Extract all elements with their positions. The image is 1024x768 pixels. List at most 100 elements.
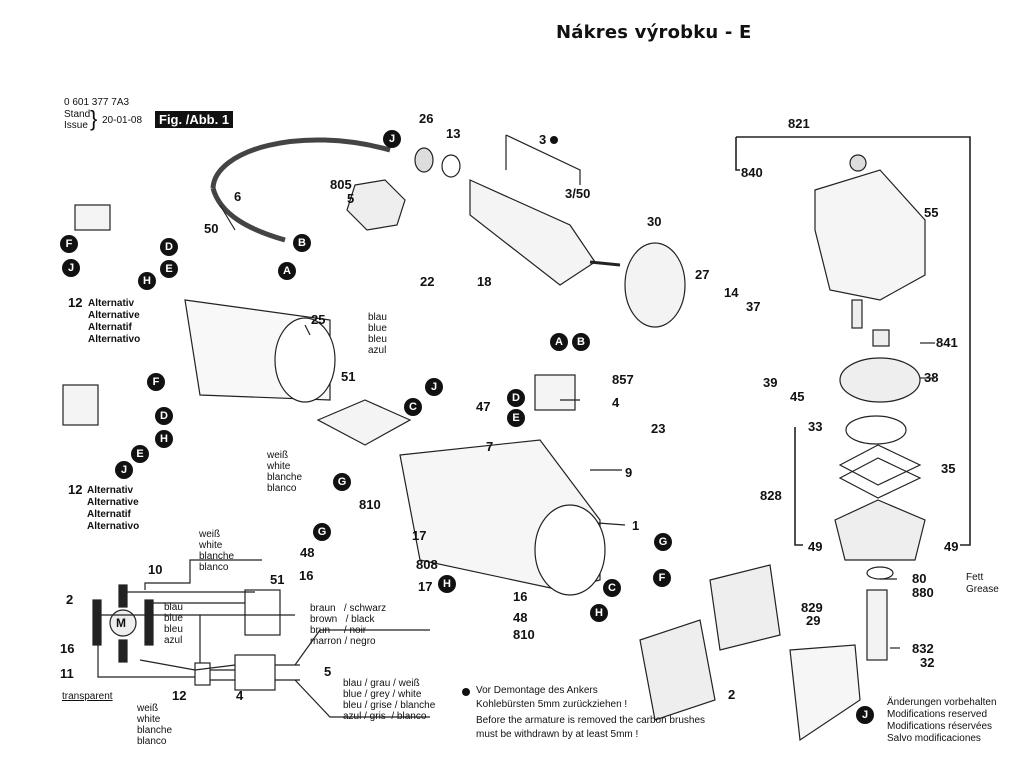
connector-G-brush: G [313, 523, 331, 541]
connector-F-field: F [653, 569, 671, 587]
color-label: azul [368, 345, 387, 356]
color-label: blau / grau / weiß [343, 678, 420, 689]
part-label-35: 35 [941, 461, 956, 476]
part-label-27: 27 [695, 267, 710, 282]
connector-H-field: H [590, 604, 608, 622]
switch-shape [534, 374, 576, 411]
connector-G-suppressor: G [333, 473, 351, 491]
part-label-6: 6 [234, 189, 242, 204]
part-label-2: 2 [728, 687, 736, 702]
color-label: bleu / grise / blanche [343, 700, 436, 711]
color-label: azul [164, 635, 183, 646]
part-label-18: 18 [477, 274, 492, 289]
part-label-48-left: 48 [300, 545, 315, 560]
part-label-38: 38 [924, 370, 939, 385]
modification-line: Modifications reserved [887, 709, 988, 720]
brace-symbol: } [90, 106, 98, 131]
wiring-label-2: 2 [66, 592, 74, 607]
grease-label-de: Fett [966, 572, 984, 583]
wiring-color-brown-black: braun / schwarz brown / black brun / noi… [310, 603, 386, 647]
connector-J-bottom: J [115, 461, 133, 479]
alt-label: Alternative [87, 497, 139, 508]
connector-C-suppressor: C [404, 398, 422, 416]
color-label: weiß [137, 703, 159, 714]
part-label-3: 3 [539, 132, 547, 147]
connector-J-plug: J [383, 130, 401, 148]
color-label: blanco [199, 562, 229, 573]
part-label-5: 5 [347, 191, 355, 206]
part-label-22: 22 [420, 274, 435, 289]
motor-symbol [109, 609, 137, 637]
connector-B-cable: B [293, 234, 311, 252]
color-label: blue / grey / white [343, 689, 422, 700]
wiring-transparent-label: transparent [62, 691, 113, 702]
color-label: blanche [137, 725, 173, 736]
wiring-color-blue-grey-white: blau / grau / weiß blue / grey / white b… [343, 678, 435, 722]
part-label-841: 841 [936, 335, 958, 350]
part-label-16-right: 16 [513, 589, 528, 604]
guard-shape [789, 644, 861, 742]
part-label-1: 1 [632, 518, 640, 533]
wiring-color-white-bottom: weiß white blanche blanco [137, 703, 172, 747]
part-label-12-top: 12 [68, 295, 83, 310]
stand-label: Stand [64, 109, 91, 120]
wire-color-white-suppressor: weiß white blanche blanco [267, 450, 302, 494]
part-label-50: 50 [204, 221, 219, 236]
part-label-3-50: 3/50 [565, 186, 591, 201]
spindle-shape [866, 589, 888, 661]
color-label: marron / negro [310, 636, 376, 647]
part-label-12-bottom: 12 [68, 482, 83, 497]
note-line: Kohlebürsten 5mm zurückziehen ! [476, 699, 628, 710]
part-label-47: 47 [476, 399, 491, 414]
part-label-808: 808 [416, 557, 438, 572]
part-label-23: 23 [651, 421, 666, 436]
wiring-label-4: 4 [236, 688, 244, 703]
connector-J-top: J [62, 259, 80, 277]
connector-A-cable: A [278, 262, 296, 280]
wiring-label-5: 5 [324, 664, 332, 679]
part-label-17-top: 17 [412, 528, 427, 543]
wire-color-blue-suppressor: blau blue bleu azul [368, 312, 387, 356]
part-label-810-top: 810 [359, 497, 381, 512]
color-label: weiß [199, 529, 221, 540]
part-label-32: 32 [920, 655, 935, 670]
part-number: 0 601 377 7A3 [64, 97, 130, 108]
connector-D-bottom: D [155, 407, 173, 425]
connector-E-top: E [160, 260, 178, 278]
connector-E-switch: E [507, 409, 525, 427]
note-bullet-icon [462, 688, 470, 696]
part-label-9: 9 [625, 465, 633, 480]
color-label: blanche [199, 551, 235, 562]
armature-shape [469, 179, 596, 286]
connector-J-guard: J [856, 706, 874, 724]
part-label-37: 37 [746, 299, 761, 314]
alt-label: Alternatif [87, 509, 131, 520]
part-label-48-right: 48 [513, 610, 528, 625]
modification-line: Änderungen vorbehalten [887, 697, 997, 708]
part-label-821: 821 [788, 116, 810, 131]
connector-F-bottom: F [147, 373, 165, 391]
alt-label: Alternativo [88, 334, 141, 345]
page-title: Nákres výrobku - E [556, 22, 752, 43]
part-label-880: 880 [912, 585, 934, 600]
suppressor-shape [316, 399, 412, 446]
part-label-4: 4 [612, 395, 620, 410]
color-label: bleu [164, 624, 183, 635]
color-label: blau [164, 602, 183, 613]
grease-label-en: Grease [966, 584, 999, 595]
connector-G-field: G [654, 533, 672, 551]
alt-label: Alternatif [88, 322, 132, 333]
color-label: white [137, 714, 161, 725]
part-label-805: 805 [330, 177, 352, 192]
note-line: Vor Demontage des Ankers [476, 685, 598, 696]
part-label-7: 7 [486, 439, 494, 454]
motor-label: M [116, 616, 126, 630]
color-label: braun / schwarz [310, 603, 387, 614]
color-label: brown / black [310, 614, 375, 625]
gear-shape [839, 357, 921, 403]
connector-B-switch: B [572, 333, 590, 351]
part-label-832: 832 [912, 641, 934, 656]
issue-label: Issue [64, 120, 88, 131]
part-label-829: 829 [801, 600, 823, 615]
connector-A-switch: A [550, 333, 568, 351]
